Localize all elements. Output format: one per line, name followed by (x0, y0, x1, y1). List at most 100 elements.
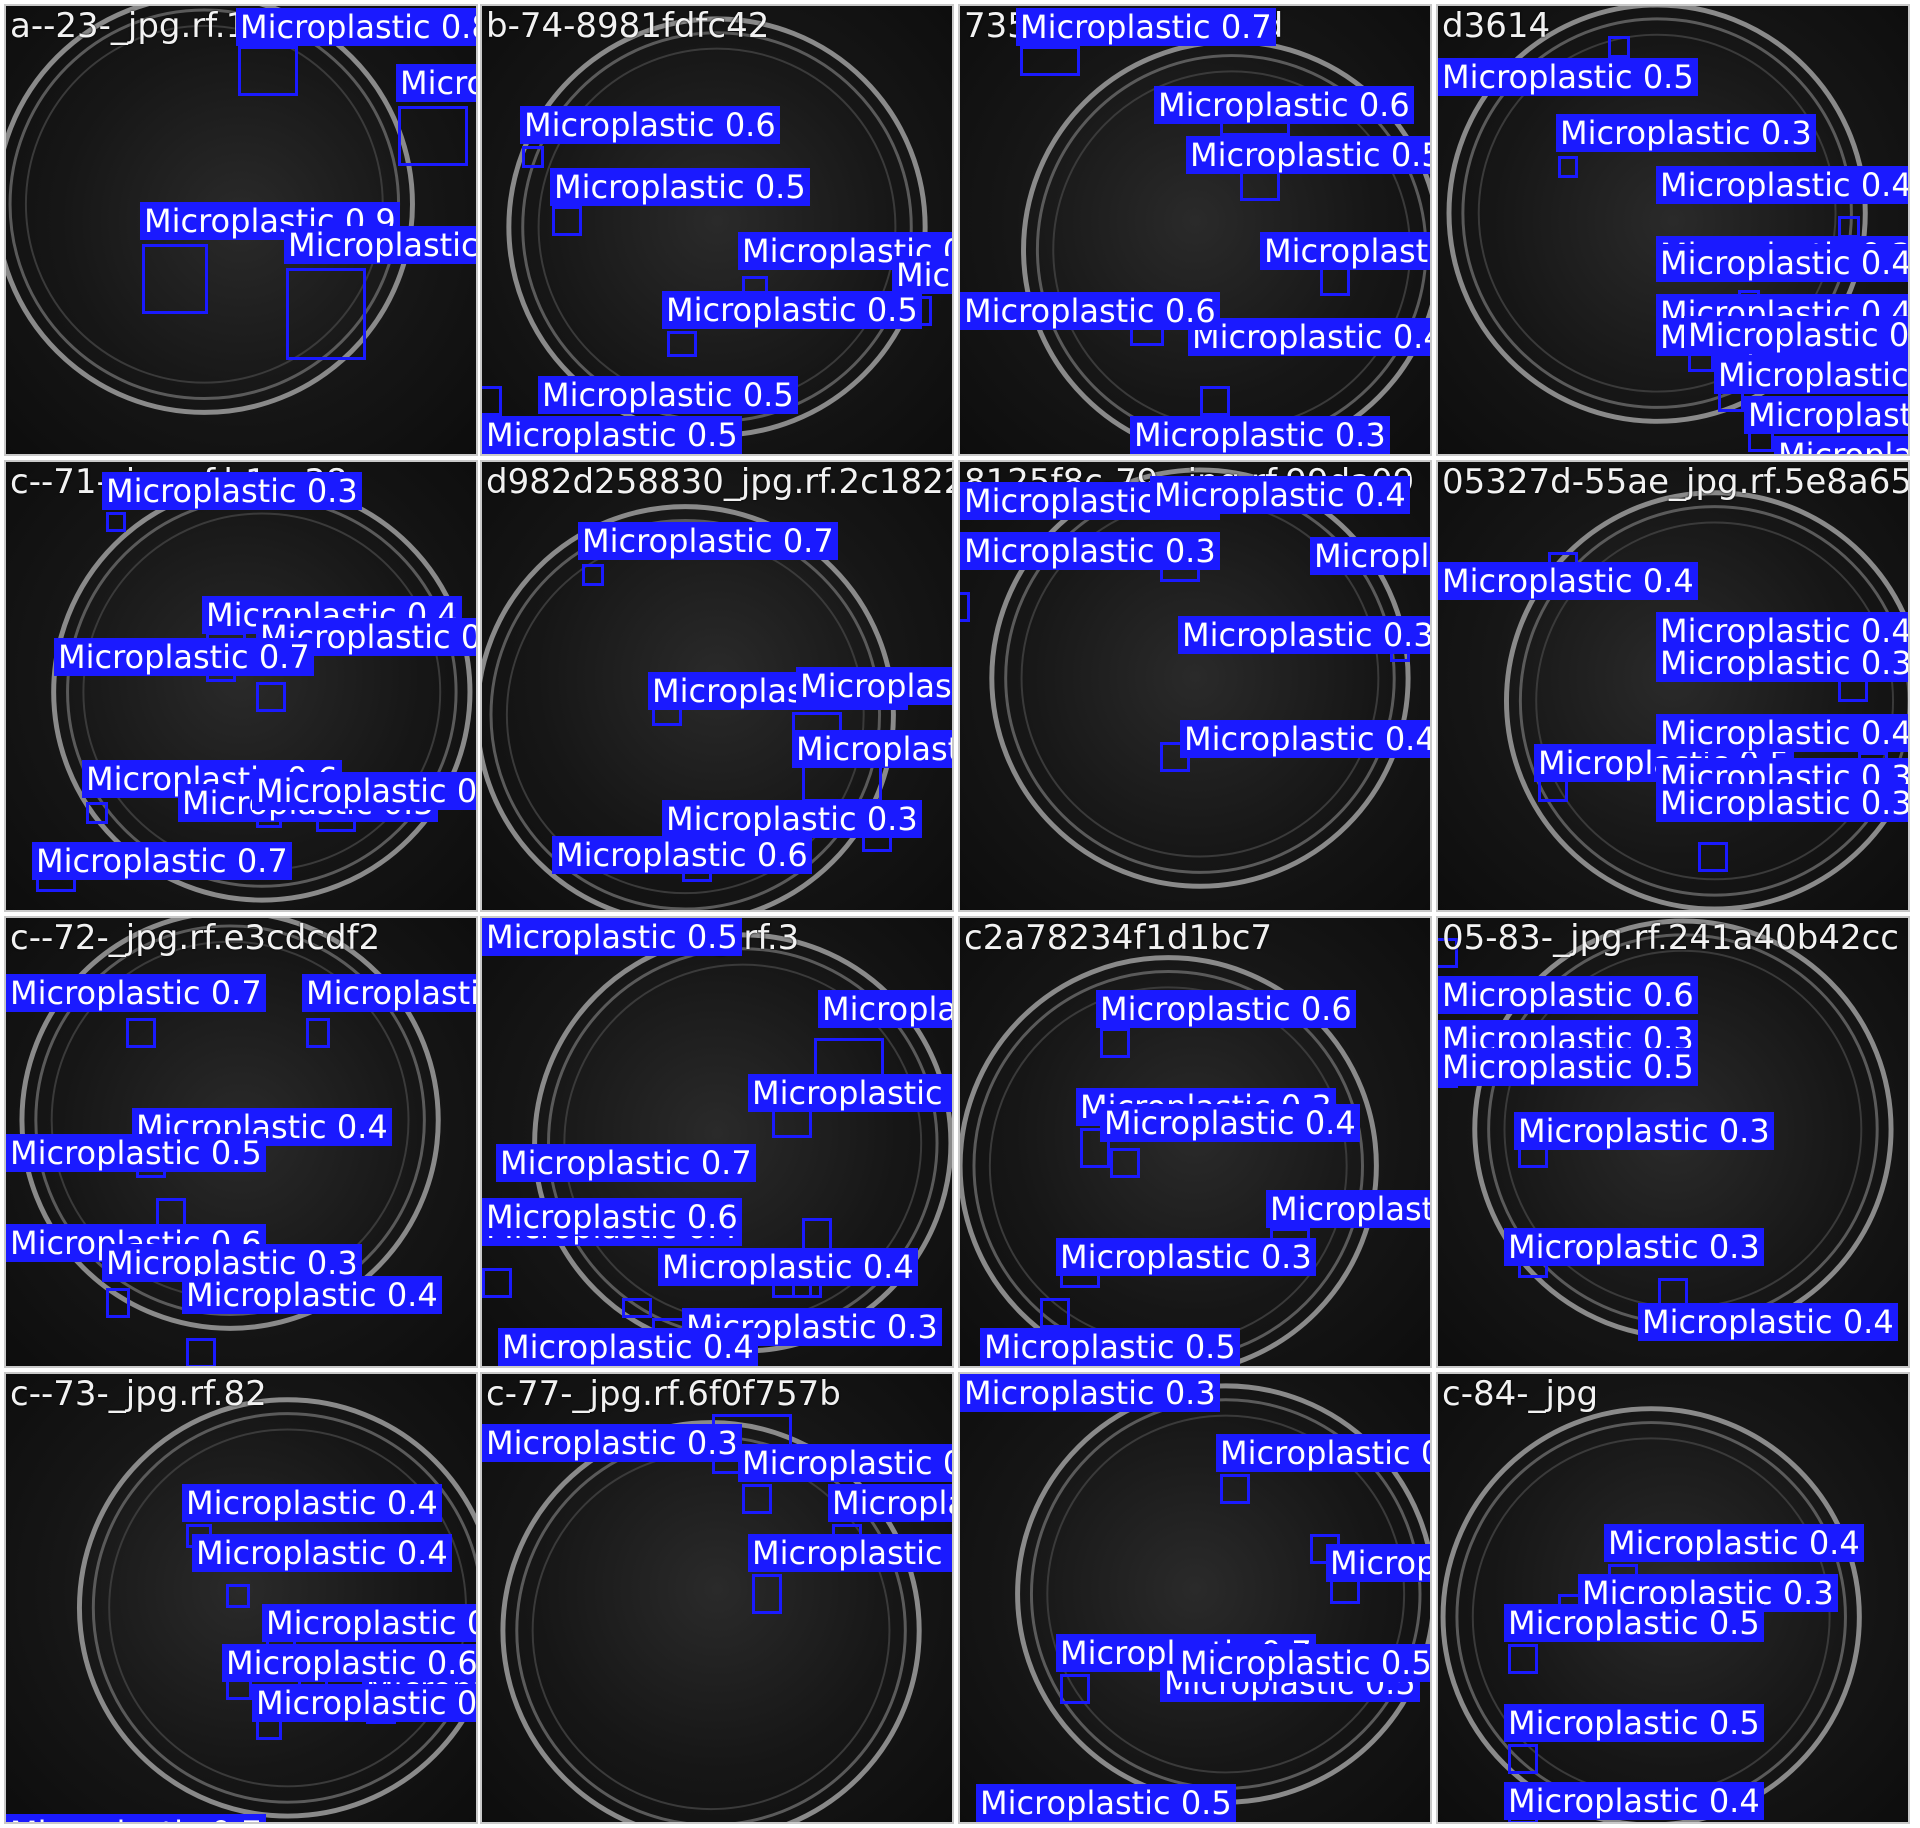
detection-label: Microplastic 0.4 (1150, 476, 1410, 515)
detection-label: Microplastic 0.5 (828, 1484, 952, 1523)
tile-filename: c--73-_jpg.rf.82 (10, 1374, 267, 1414)
tile-filename: d982d258830_jpg.rf.2c18223 (486, 462, 954, 502)
detection-box (1558, 156, 1578, 178)
detection-label: Microplastic 0.4 (1180, 720, 1430, 759)
detection-label: Microplastic 0.5 (1176, 1644, 1430, 1683)
detection-label: Microplastic 0.3 (960, 532, 1220, 571)
dish-rim (989, 467, 1411, 889)
detection-label: Microplastic 0.8 (396, 64, 476, 103)
detection-box (1438, 938, 1458, 968)
detection-box (552, 206, 582, 236)
detection-label: Microplastic 0.7 (1266, 1190, 1430, 1229)
tile-filename: c-84-_jpg (1442, 1374, 1599, 1414)
detection-box (1040, 1298, 1070, 1328)
tile-filename: b-74-8981fdfc42 (486, 6, 770, 46)
detection-label: Microplastic 0.3 (662, 800, 922, 839)
detection-label: Microplastic 0.6 (792, 730, 952, 769)
detection-label: Microplastic 0.4 (182, 1276, 442, 1315)
detection-label: Microplastic 0.7 (6, 974, 266, 1013)
petri-dish-image (1504, 490, 1908, 910)
detection-label: Microplastic 0.5 (1438, 1048, 1698, 1087)
tile-filename: 05-83-_jpg.rf.241a40b42cc (1442, 918, 1899, 958)
detection-box (1060, 1674, 1090, 1704)
dish-rim (960, 955, 1379, 1366)
detection-label: Microplastic 0.5 (1714, 356, 1908, 395)
detection-box (667, 331, 697, 357)
petri-dish-image (482, 504, 896, 910)
detection-box (772, 1108, 812, 1138)
detection-label: Microplastic 0.6 (1744, 396, 1908, 435)
tile-filename: d3614 (1442, 6, 1551, 46)
detection-label: Microplastic 0.4 (1656, 714, 1908, 753)
detection-box (106, 512, 126, 532)
image-tile: 7357e52c5191aedMicroplastic 0.7Microplas… (958, 4, 1432, 456)
detection-label: Microplastic 0.5 (550, 168, 810, 207)
detection-label: Microplastic 0.3 (102, 472, 362, 511)
detection-label: Microplastic 0.5 (1326, 1544, 1430, 1583)
tile-filename: c-77-_jpg.rf.6f0f757b (486, 1374, 841, 1414)
detection-box (142, 244, 208, 314)
detection-label: Microplastic 0.5 (252, 1684, 476, 1723)
detection-label: Microplastic 0.6 (222, 1644, 476, 1683)
detection-label: Microplastic 0.3 (960, 1374, 1220, 1413)
detection-label: Microplastic 0.4 (1684, 316, 1908, 355)
detection-label: Microplastic 0.5 (1216, 1434, 1430, 1473)
detection-label: Microplastic 0.4 (192, 1534, 452, 1573)
detection-label: Microplastic 0.5 (980, 1328, 1240, 1366)
detection-box (306, 1018, 330, 1048)
detection-box (1698, 842, 1728, 872)
detection-label: Microplastic 0.5 (252, 772, 476, 811)
dish-rim (1440, 1406, 1862, 1822)
detection-label: Microplastic 0.7 (496, 1144, 756, 1183)
petri-dish-image (1446, 6, 1868, 424)
detection-label: Microplastic 0.5 (1260, 232, 1430, 271)
detection-label: Microplastic 0.5 (1504, 1604, 1764, 1643)
detection-label: Microplastic 0.5 (976, 1784, 1236, 1822)
petri-dish-image (989, 467, 1411, 889)
image-tile: c--71-_jpg.rf.b1cc38Microplastic 0.3Micr… (4, 460, 478, 912)
detection-box (482, 1268, 512, 1298)
detection-label: Microplastic 0.4 (1100, 1104, 1360, 1143)
detection-box (1608, 36, 1630, 58)
detection-label: Microplastic 0.3 (102, 1244, 362, 1283)
detection-box (752, 1574, 782, 1614)
detection-box (186, 1338, 216, 1366)
dish-rim (1504, 490, 1908, 910)
detection-label: Microplastic 0.4 (1656, 244, 1908, 283)
dish-rim (972, 970, 1364, 1362)
detection-label: Microplastic 0.3 (1514, 1822, 1774, 1824)
detection-box (106, 1288, 130, 1318)
detection-label: Microplastic 0.7 (1016, 8, 1276, 47)
detection-label: Microplastic 0.4 (1638, 1303, 1898, 1342)
dish-rim (1477, 33, 1837, 393)
detection-label: Microplastic 0.4 (1604, 1524, 1864, 1563)
dish-rim (91, 1412, 476, 1804)
detection-box (238, 46, 298, 96)
detection-label: Microplastic 0.6 (960, 292, 1220, 331)
detection-box (1080, 1128, 1110, 1168)
detection-label: Microplastic 0.3 (1178, 616, 1430, 655)
detection-box (256, 682, 286, 712)
detection-label: Microplastic 0.8 (818, 990, 952, 1029)
detection-label: Microplastic 0.4 (182, 1484, 442, 1523)
detection-label: Microplastic 0.3 (482, 1424, 742, 1463)
detection-label: Microplastic 0.5 (1774, 436, 1908, 454)
detection-box (1100, 1028, 1130, 1058)
dish-rim (537, 47, 897, 407)
detection-label: Microplastic 0.6 (1154, 86, 1414, 125)
detection-label: Microplastic 0.4 (1656, 166, 1908, 205)
detection-label: Microplastic 0.5 (6, 1134, 266, 1173)
dish-rim (34, 924, 426, 1316)
detection-label: Microplastic 0.4 (796, 667, 952, 706)
detection-label: Microplastic 0.3 (1656, 644, 1908, 683)
dish-rim (77, 1397, 476, 1819)
detection-label: Microplastic 0.6 (552, 836, 812, 875)
detection-label: Microplastic 0.4 (1656, 612, 1908, 651)
dish-rim (19, 918, 441, 1331)
detection-box (1110, 1148, 1140, 1178)
